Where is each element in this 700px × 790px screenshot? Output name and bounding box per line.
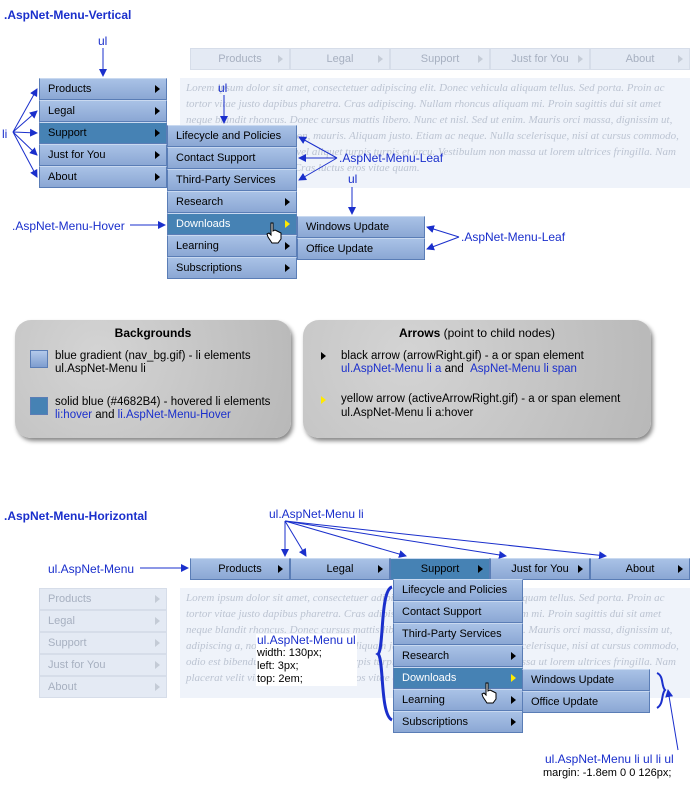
label-deep-selector: ul.AspNet-Menu li ul li ul	[545, 752, 674, 766]
hand-cursor-icon	[481, 682, 497, 704]
arrow-right-icon	[278, 565, 283, 573]
ul-spec-box: ul.AspNet-Menu ul width: 130px; left: 3p…	[256, 634, 357, 686]
arrows-panel: Arrows (point to child nodes) black arro…	[303, 320, 651, 438]
backgrounds-panel: Backgrounds blue gradient (nav_bg.gif) -…	[15, 320, 291, 438]
faded-menu-item: Legal	[39, 610, 167, 632]
faded-menu-item: Just for You	[490, 48, 590, 70]
yellow-arrow-icon	[321, 396, 326, 404]
bg-item1-text: blue gradient (nav_bg.gif) - li elements	[55, 350, 251, 362]
submenu-item[interactable]: Contact Support	[167, 147, 297, 169]
faded-menu-item: Products	[39, 588, 167, 610]
faded-menu-item: Support	[39, 632, 167, 654]
submenu-item-downloads[interactable]: Downloads	[167, 213, 297, 235]
submenu-item[interactable]: Windows Update	[297, 216, 425, 238]
faded-menu-item: Legal	[290, 48, 390, 70]
submenu-item[interactable]: Windows Update	[522, 669, 650, 691]
submenu-item[interactable]: Third-Party Services	[167, 169, 297, 191]
label-leaf-2: .AspNet-Menu-Leaf	[461, 230, 566, 244]
active-arrow-right-icon	[285, 220, 290, 228]
bg-item1-selector: ul.AspNet-Menu li	[55, 363, 146, 375]
faded-menu-item: About	[39, 676, 167, 698]
horizontal-section-title: .AspNet-Menu-Horizontal	[4, 509, 148, 523]
arrow-item1-selectors: ul.AspNet-Menu li a and AspNet-Menu li s…	[341, 363, 577, 375]
arrow-item2-text: yellow arrow (activeArrowRight.gif) - a …	[341, 393, 621, 405]
label-ul-sub: ul	[218, 81, 228, 95]
label-ul-top: ul	[98, 34, 108, 48]
arrow-right-icon	[285, 242, 290, 250]
gradient-swatch	[30, 350, 48, 368]
menu-item-support[interactable]: Support	[390, 558, 490, 580]
menu-item-just-for-you[interactable]: Just for You	[490, 558, 590, 580]
arrow-right-icon	[511, 696, 516, 704]
menu-item-products[interactable]: Products	[39, 78, 167, 100]
menu-item-about[interactable]: About	[590, 558, 690, 580]
arrow-right-icon	[285, 198, 290, 206]
submenu-item[interactable]: Learning	[167, 235, 297, 257]
submenu-item-downloads[interactable]: Downloads	[393, 667, 523, 689]
submenu-item[interactable]: Lifecycle and Policies	[393, 579, 523, 601]
bg-item2-text: solid blue (#4682B4) - hovered li elemen…	[55, 396, 271, 408]
menu-item-support[interactable]: Support	[39, 122, 167, 144]
label-menu: ul.AspNet-Menu	[48, 562, 135, 576]
hand-cursor-icon	[266, 222, 282, 244]
submenu-item[interactable]: Research	[167, 191, 297, 213]
menu-item-legal[interactable]: Legal	[39, 100, 167, 122]
faded-menu-item: About	[590, 48, 690, 70]
label-ul-left: left: 3px;	[257, 660, 299, 672]
arrow-item2-selector: ul.AspNet-Menu li a:hover	[341, 407, 474, 419]
label-leaf-1: .AspNet-Menu-Leaf	[339, 151, 444, 165]
solid-swatch	[30, 397, 48, 415]
label-ul-top: top: 2em;	[257, 673, 303, 685]
arrow-right-icon	[511, 652, 516, 660]
arrow-right-icon	[285, 264, 290, 272]
label-li: li	[2, 127, 8, 141]
arrow-item1-text: black arrow (arrowRight.gif) - a or span…	[341, 350, 584, 362]
arrow-right-icon	[378, 565, 383, 573]
arrow-right-icon	[155, 107, 160, 115]
submenu-item[interactable]: Third-Party Services	[393, 623, 523, 645]
arrow-right-icon	[478, 565, 483, 573]
menu-item-products[interactable]: Products	[190, 558, 290, 580]
submenu-item[interactable]: Subscriptions	[393, 711, 523, 733]
arrow-right-icon	[578, 565, 583, 573]
label-ul-width: width: 130px;	[257, 647, 322, 659]
submenu-item[interactable]: Research	[393, 645, 523, 667]
label-ul-title: ul.AspNet-Menu ul	[257, 633, 356, 647]
bg-item2-selectors: li:hover and li.AspNet-Menu-Hover	[55, 409, 231, 421]
menu-item-legal[interactable]: Legal	[290, 558, 390, 580]
submenu-item[interactable]: Subscriptions	[167, 257, 297, 279]
backgrounds-title: Backgrounds	[114, 326, 192, 340]
submenu-item[interactable]: Office Update	[297, 238, 425, 260]
submenu-item[interactable]: Contact Support	[393, 601, 523, 623]
label-deep-margin: margin: -1.8em 0 0 126px;	[543, 767, 672, 779]
label-hover: .AspNet-Menu-Hover	[12, 219, 125, 233]
arrows-title: Arrows (point to child nodes)	[398, 326, 556, 340]
arrow-right-icon	[678, 565, 683, 573]
label-li: ul.AspNet-Menu li	[269, 507, 364, 521]
arrow-right-icon	[155, 173, 160, 181]
arrow-right-icon	[155, 129, 160, 137]
arrow-right-icon	[511, 718, 516, 726]
arrow-right-icon	[155, 85, 160, 93]
faded-menu-item: Products	[190, 48, 290, 70]
submenu-item[interactable]: Office Update	[522, 691, 650, 713]
label-ul-sub2: ul	[348, 172, 358, 186]
vertical-section-title: .AspNet-Menu-Vertical	[4, 8, 132, 22]
active-arrow-right-icon	[511, 674, 516, 682]
menu-item-just-for-you[interactable]: Just for You	[39, 144, 167, 166]
arrow-right-icon	[155, 151, 160, 159]
submenu-item[interactable]: Lifecycle and Policies	[167, 125, 297, 147]
faded-menu-item: Just for You	[39, 654, 167, 676]
black-arrow-icon	[321, 352, 326, 360]
faded-menu-item: Support	[390, 48, 490, 70]
menu-item-about[interactable]: About	[39, 166, 167, 188]
